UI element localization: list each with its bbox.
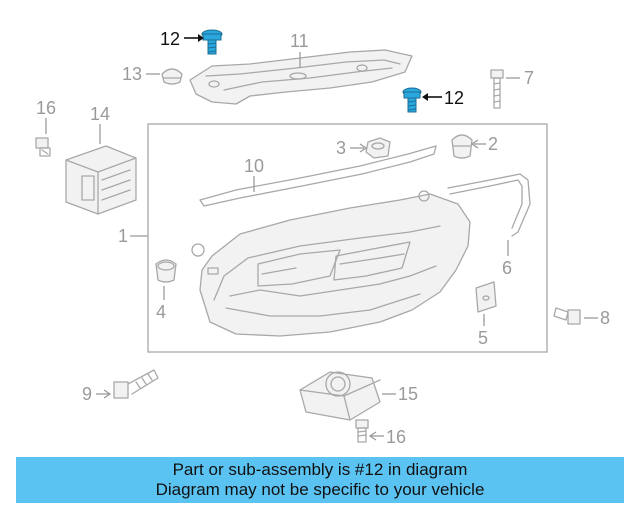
callout-16-left: 16 [36, 98, 56, 118]
callout-14: 14 [90, 104, 110, 124]
callout-12-top: 12 [160, 29, 180, 49]
info-banner: Part or sub-assembly is #12 in diagram D… [16, 457, 624, 503]
part-15-ballast[interactable] [299, 371, 381, 421]
arrow-16-bottom [368, 431, 377, 441]
part-13-grommet[interactable] [161, 68, 183, 85]
callout-9: 9 [82, 384, 92, 404]
arrow-2 [470, 139, 479, 149]
part-6-seal[interactable] [447, 173, 531, 237]
part-16-screw-left[interactable] [35, 137, 51, 157]
part-9-bolt[interactable] [113, 369, 159, 399]
part-8-screw[interactable] [553, 307, 581, 325]
assembly-frame [147, 123, 548, 353]
arrow-9 [103, 389, 112, 399]
part-14-control-module[interactable] [65, 145, 137, 215]
callout-7: 7 [524, 68, 534, 88]
callout-15: 15 [398, 384, 418, 404]
callout-4: 4 [156, 302, 166, 322]
callout-11: 11 [290, 31, 309, 51]
part-2-cap[interactable] [451, 134, 473, 159]
part-1-headlamp[interactable] [191, 190, 471, 337]
banner-line-2: Diagram may not be specific to your vehi… [155, 480, 485, 499]
callout-16-bottom: 16 [386, 427, 406, 447]
callout-10: 10 [244, 156, 264, 176]
callout-13: 13 [122, 64, 142, 84]
callout-6: 6 [502, 258, 512, 278]
banner-line-1: Part or sub-assembly is #12 in diagram [172, 460, 468, 479]
callout-8: 8 [600, 308, 610, 328]
arrowhead-12-right [422, 93, 428, 101]
callout-2: 2 [488, 134, 498, 154]
part-10-trim-strip[interactable] [199, 145, 437, 207]
part-3-bushing[interactable] [365, 137, 391, 159]
part-5-clip[interactable] [475, 281, 497, 313]
callout-3: 3 [336, 138, 346, 158]
arrow-3 [359, 143, 368, 153]
part-7-bolt[interactable] [490, 69, 504, 109]
arrowhead-12-top [198, 34, 204, 42]
part-4-grommet[interactable] [155, 259, 177, 283]
callout-1: 1 [118, 226, 128, 246]
part-12-screw-top[interactable] [201, 29, 223, 55]
callout-12-right: 12 [444, 88, 464, 108]
part-16-screw-bottom[interactable] [355, 419, 369, 443]
callout-5: 5 [478, 328, 488, 348]
part-12-screw-right[interactable] [402, 87, 422, 113]
part-11-bracket[interactable] [189, 49, 413, 105]
